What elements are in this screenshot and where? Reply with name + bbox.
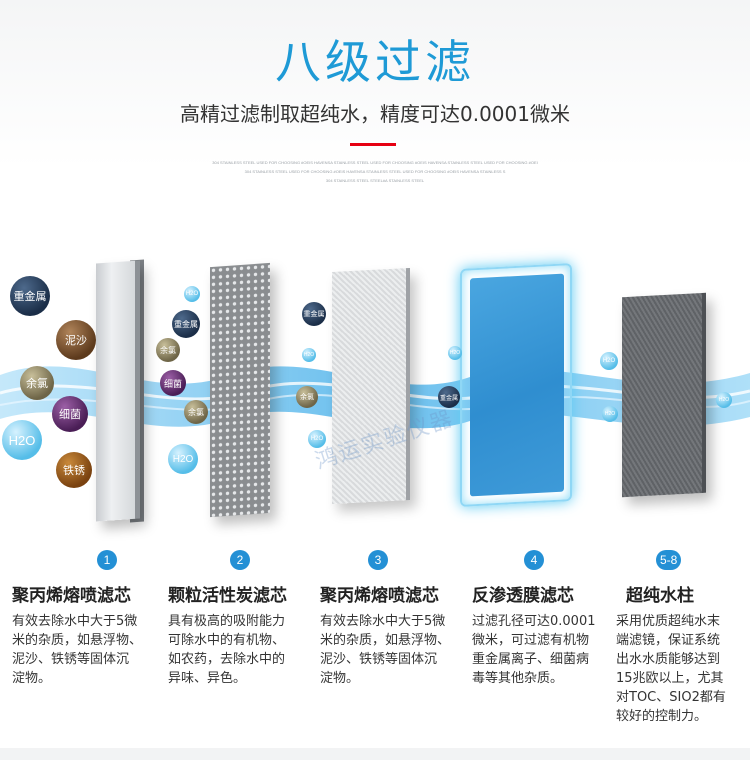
page-title: 八级过滤 (275, 35, 475, 89)
decorative-fine-print: 304 STAINLESS STEEL USED FOR CHOOSING #O… (160, 158, 590, 185)
particle-metal: 重金属 (172, 310, 200, 338)
step-title: 颗粒活性炭滤芯 (168, 586, 287, 606)
filter-3-pp-cotton (332, 267, 410, 505)
step-description: 有效去除水中大于5微 米的杂质，如悬浮物、 泥沙、铁锈等固体沉 淀物。 (320, 612, 468, 688)
fine-print-line: 304 STAINLESS STEEL USED FOR CHOOSING #O… (212, 160, 538, 165)
description-line: 端滤镜，保证系统 (616, 633, 721, 648)
description-line: 具有极高的吸附能力 (168, 614, 286, 629)
filter-2-carbon (210, 262, 270, 518)
particle-water: H2O (308, 430, 326, 448)
description-line: 微米，可过滤有机物 (472, 633, 590, 648)
particle-water: H2O (448, 346, 462, 360)
particle-water: H2O (302, 348, 316, 362)
bottom-strip (0, 748, 750, 760)
step-number-badge: 1 (97, 550, 117, 570)
description-line: 米的杂质，如悬浮物、 (12, 633, 143, 648)
description-line: 泥沙、铁锈等固体沉 (320, 652, 438, 667)
particle-bacteria: 细菌 (52, 396, 88, 432)
description-line: 米的杂质，如悬浮物、 (320, 633, 451, 648)
step-number-badge: 4 (524, 550, 544, 570)
step-title: 聚丙烯熔喷滤芯 (320, 586, 439, 606)
step-number-badge: 5-8 (656, 550, 682, 570)
description-line: 采用优质超纯水末 (616, 614, 721, 629)
description-line: 毒等其他杂质。 (472, 671, 564, 686)
description-line: 出水水质能够达到 (616, 652, 721, 667)
description-line: 重金属离子、细菌病 (472, 652, 590, 667)
particle-water: H2O (184, 286, 200, 302)
description-line: 对TOC、SIO2都有 (616, 690, 726, 705)
particle-sand: 泥沙 (56, 320, 96, 360)
description-line: 过滤孔径可达0.0001 (472, 614, 596, 629)
particle-chlorine: 余氯 (296, 386, 318, 408)
description-line: 异味、异色。 (168, 671, 247, 686)
description-line: 如农药，去除水中的 (168, 652, 286, 667)
particle-water: H2O (602, 406, 618, 422)
description-line: 较好的控制力。 (616, 709, 708, 724)
particle-metal: 重金属 (438, 386, 460, 408)
filter-4-ro-membrane (470, 273, 564, 497)
filter-steps: 1 聚丙烯熔喷滤芯 有效去除水中大于5微 米的杂质，如悬浮物、 泥沙、铁锈等固体… (0, 550, 750, 760)
particle-water: H2O (600, 352, 618, 370)
fine-print-line: 304 STAINLESS STEEL STEEL#A STAINLESS ST… (325, 178, 425, 183)
description-line: 有效去除水中大于5微 (12, 614, 138, 629)
particle-water: H2O (2, 420, 42, 460)
fine-print-line: 304 STAINLESS STEEL USED FOR CHOOSING #O… (244, 169, 506, 174)
particle-metal: 重金属 (302, 302, 326, 326)
particle-bacteria: 细菌 (160, 370, 186, 396)
particle-chlorine: 余氯 (156, 338, 180, 362)
filter-1-pp-cotton (96, 260, 140, 522)
description-line: 15兆欧以上，尤其 (616, 671, 724, 686)
description-line: 可除水中的有机物、 (168, 633, 286, 648)
description-line: 有效去除水中大于5微 (320, 614, 446, 629)
step-title: 反渗透膜滤芯 (472, 586, 574, 606)
step-description: 有效去除水中大于5微 米的杂质，如悬浮物、 泥沙、铁锈等固体沉 淀物。 (12, 612, 160, 688)
step-title: 超纯水柱 (626, 586, 694, 606)
particle-water: H2O (168, 444, 198, 474)
title-divider (350, 143, 396, 146)
filter-illustration: 重金属 泥沙 余氯 细菌 H2O 铁锈 重金属 H2O 余氯 细菌 余氯 H2O… (0, 240, 750, 540)
step-description: 过滤孔径可达0.0001 微米，可过滤有机物 重金属离子、细菌病 毒等其他杂质。 (472, 612, 620, 688)
step-number-badge: 3 (368, 550, 388, 570)
description-line: 淀物。 (320, 671, 360, 686)
description-line: 淀物。 (12, 671, 52, 686)
description-line: 泥沙、铁锈等固体沉 (12, 652, 130, 667)
step-number-badge: 2 (230, 550, 250, 570)
page-subtitle: 高精过滤制取超纯水，精度可达0.0001微米 (180, 102, 570, 126)
step-description: 具有极高的吸附能力 可除水中的有机物、 如农药，去除水中的 异味、异色。 (168, 612, 316, 688)
step-title: 聚丙烯熔喷滤芯 (12, 586, 131, 606)
particle-water: H2O (716, 392, 732, 408)
particle-chlorine: 余氯 (20, 366, 54, 400)
particle-rust: 铁锈 (56, 452, 92, 488)
particle-metal: 重金属 (10, 276, 50, 316)
filter-5-ultrapure-column (622, 292, 706, 498)
particle-chlorine: 余氯 (184, 400, 208, 424)
step-description: 采用优质超纯水末 端滤镜，保证系统 出水水质能够达到 15兆欧以上，尤其 对TO… (616, 612, 742, 726)
